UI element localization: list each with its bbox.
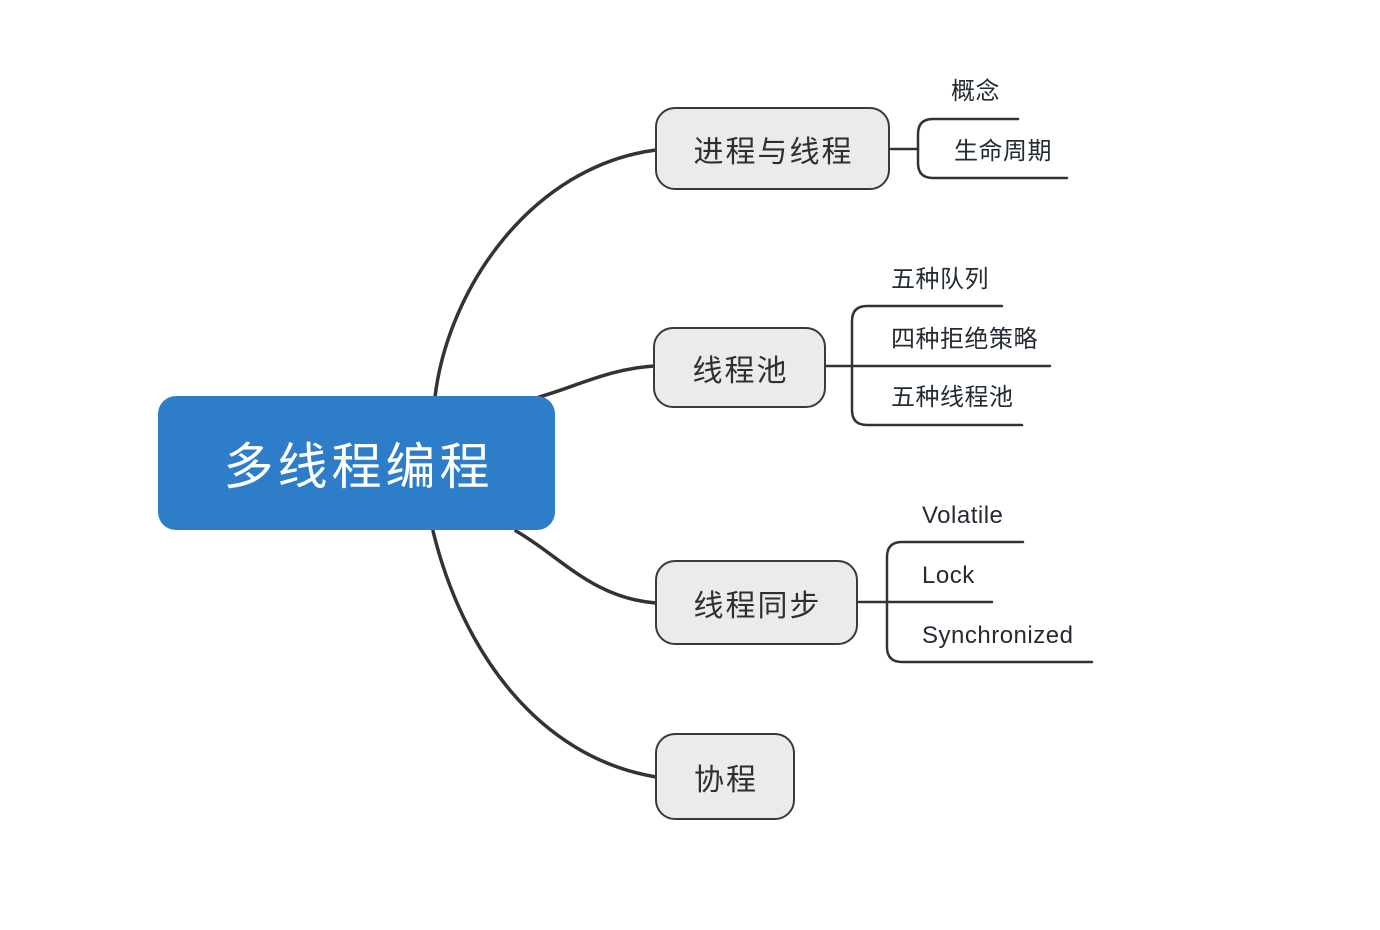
node-thread-sync[interactable]: 线程同步	[655, 560, 858, 645]
edge-process-thread-bracket	[916, 117, 1069, 180]
node-thread-pool[interactable]: 线程池	[653, 327, 826, 408]
leaf-five-thread-pools[interactable]: 五种线程池	[891, 384, 1014, 411]
leaf-five-queues[interactable]: 五种队列	[891, 266, 989, 293]
leaf-volatile[interactable]: Volatile	[922, 502, 1004, 529]
node-process-and-thread[interactable]: 进程与线程	[655, 107, 890, 190]
leaf-lock[interactable]: Lock	[922, 562, 975, 589]
edge-root-to-thread-sync	[514, 529, 658, 605]
node-root[interactable]: 多线程编程	[158, 396, 555, 530]
leaf-lifecycle[interactable]: 生命周期	[954, 138, 1052, 165]
leaf-synchronized[interactable]: Synchronized	[922, 622, 1074, 649]
leaf-concept[interactable]: 概念	[951, 78, 1000, 105]
node-coroutine[interactable]: 协程	[655, 733, 795, 820]
leaf-four-rejection-policies[interactable]: 四种拒绝策略	[891, 326, 1038, 353]
edge-root-to-process-thread	[433, 148, 658, 399]
edge-root-to-thread-pool	[537, 364, 656, 399]
edge-root-to-coroutine	[431, 529, 658, 779]
